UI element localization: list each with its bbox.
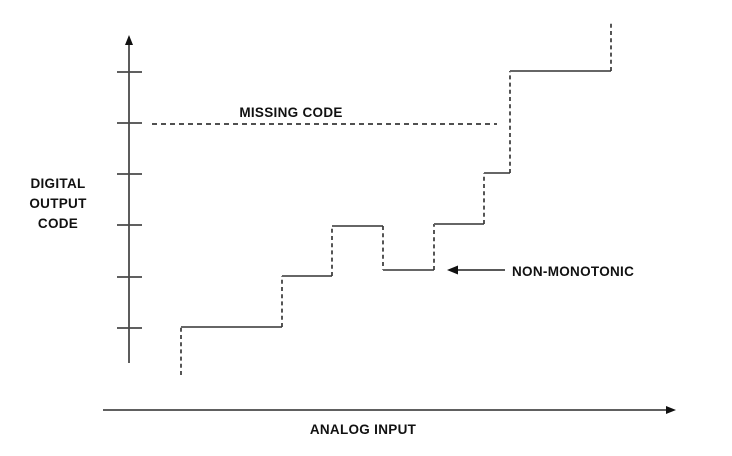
- x-axis-group: [103, 406, 676, 414]
- x-axis-arrowhead-icon: [666, 406, 676, 414]
- missing-code-label: MISSING CODE: [239, 105, 342, 120]
- x-axis-label: ANALOG INPUT: [310, 422, 417, 437]
- non-monotonic-label: NON-MONOTONIC: [512, 264, 634, 279]
- y-axis-ticks-group: [117, 71, 142, 329]
- callout-arrowhead-icon: [447, 265, 458, 275]
- y-axis-label-line2: OUTPUT: [29, 196, 87, 211]
- y-axis-group: [125, 35, 133, 363]
- y-axis-label-line3: CODE: [38, 216, 78, 231]
- y-axis-label-line1: DIGITAL: [30, 176, 85, 191]
- y-axis-arrowhead-icon: [125, 35, 133, 45]
- non-monotonic-callout-arrow: [447, 265, 505, 275]
- staircase-transfer-curve: [180, 23, 612, 375]
